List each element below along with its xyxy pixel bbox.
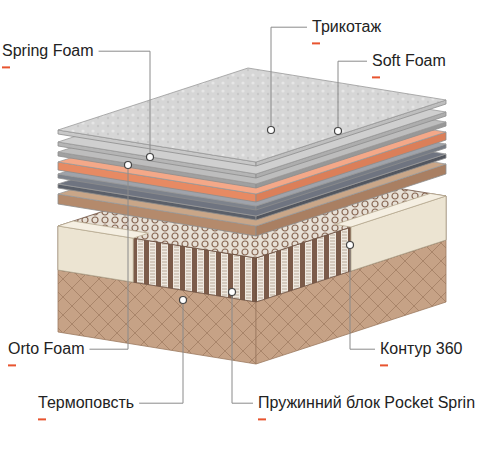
contour-foam [58, 221, 148, 238]
accent-dash [380, 364, 388, 366]
leader-line [89, 165, 128, 349]
leader-dot [125, 162, 132, 169]
layer-label: Spring Foam [2, 42, 94, 60]
layer-label: Пружинний блок Pocket Sprin [258, 394, 475, 412]
leader-dot [268, 127, 275, 134]
leader-line [338, 61, 367, 131]
leader-line [350, 245, 375, 349]
accent-dash [312, 42, 320, 44]
accent-dash [2, 66, 10, 68]
leader-dot [347, 242, 354, 249]
layer-label: Контур 360 [380, 340, 462, 358]
leader-line [271, 27, 307, 130]
leader-line [139, 300, 183, 403]
leader-line [232, 292, 253, 403]
layer-label: Термоповсть [38, 394, 134, 412]
accent-dash [372, 76, 380, 78]
knit-layer-top [58, 68, 446, 162]
leader-dot [180, 297, 187, 304]
leader-dot [147, 154, 154, 161]
layer-label: Orto Foam [8, 340, 84, 358]
layer-label: Трикотаж [312, 18, 381, 36]
leader-line [99, 51, 150, 157]
accent-dash [258, 418, 266, 420]
accent-dash [8, 364, 16, 366]
layer-label: Soft Foam [372, 52, 446, 70]
leader-dot [335, 128, 342, 135]
leader-dot [229, 289, 236, 296]
accent-dash [38, 418, 46, 420]
